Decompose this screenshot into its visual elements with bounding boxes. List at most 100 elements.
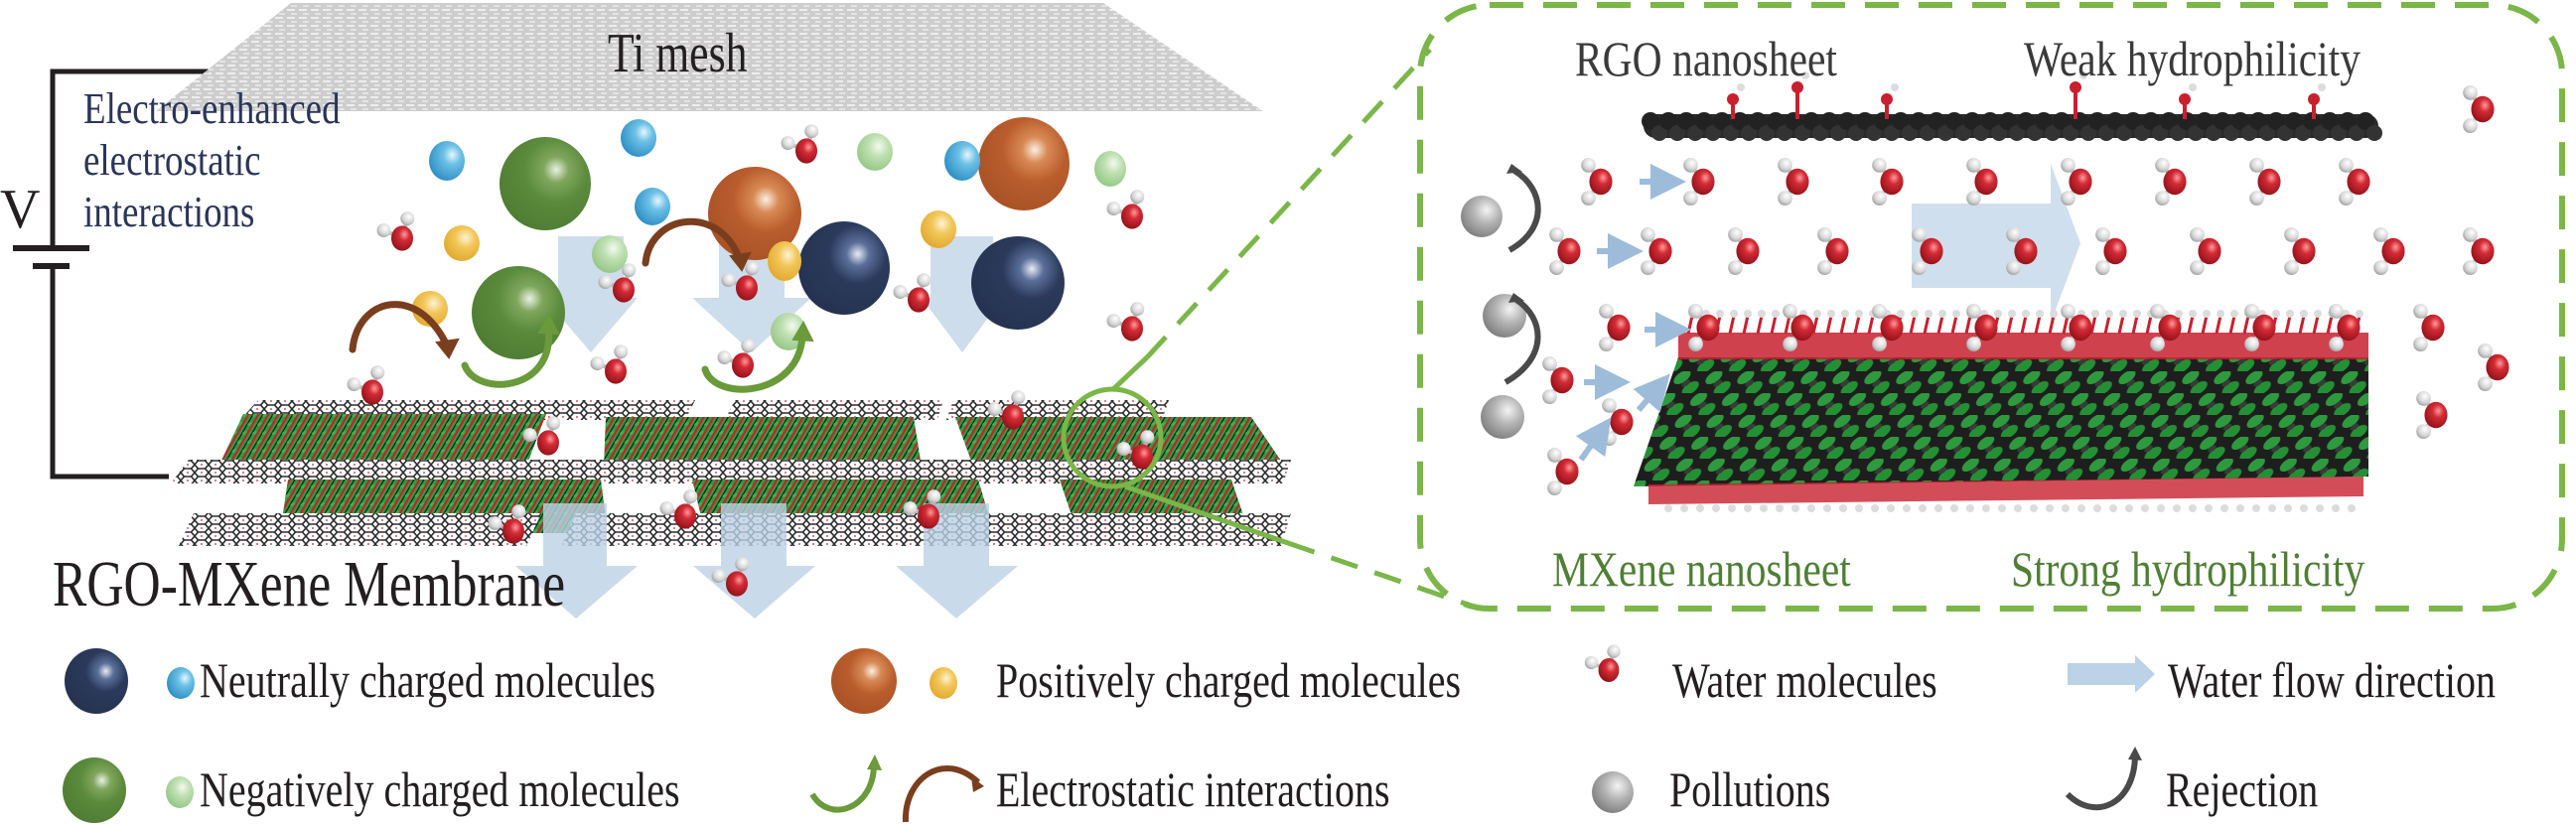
water-molecule: [1966, 158, 1998, 206]
rgo-layer: [725, 400, 943, 420]
legend-pollution-icon: [1592, 771, 1634, 813]
water-molecule: [2413, 304, 2445, 351]
water-molecule: [1641, 227, 1672, 275]
mxene-layer: [955, 417, 1285, 467]
positive-small-molecule: [768, 241, 801, 281]
legend-neutral-label: Neutrally charged molecules: [200, 652, 656, 708]
positive-small-molecule: [444, 225, 480, 261]
water-molecule: [2061, 304, 2092, 351]
water-molecule: [2463, 227, 2495, 275]
rgo-layer: [179, 513, 541, 546]
brown-interaction-arrow: [349, 301, 451, 353]
water-molecule: [2006, 227, 2038, 275]
neutral-small-molecule: [429, 141, 465, 181]
water-molecule: [1542, 356, 1574, 404]
pollution-particle: [1461, 196, 1503, 237]
voltage-label: V: [0, 179, 41, 240]
legend-rejection-arrow-icon: [2065, 754, 2138, 811]
legend-water-label: Water molecules: [1672, 652, 1937, 708]
circuit-wire: [13, 69, 209, 480]
flow-arrow: [896, 503, 1018, 618]
pollution-particle: [1481, 395, 1524, 439]
brown-interaction-arrow: [642, 217, 744, 267]
water-molecule: [1116, 430, 1155, 470]
water-molecule: [721, 261, 760, 301]
electrostatic-arrows: [349, 217, 814, 393]
water-molecule: [1872, 158, 1904, 206]
water-molecule: [2190, 227, 2221, 275]
ti-mesh-electrode: [156, 3, 1263, 111]
rejection-arrow: [1507, 168, 1541, 253]
water-molecule: [590, 344, 629, 384]
charged-molecules: [412, 117, 1126, 359]
legend-neutral-large-icon: [65, 648, 128, 714]
water-molecule: [2284, 227, 2316, 275]
water-flow-arrows-lower: [515, 503, 1018, 618]
strong-hydrophilicity-label: Strong hydrophilicity: [2011, 541, 2365, 597]
water-molecule: [987, 390, 1026, 430]
mechanism-label-line: Electro-enhanced: [83, 84, 341, 133]
rgo-nanosheet-model: [1642, 71, 2382, 141]
water-molecule: [781, 124, 819, 164]
water-molecule: [1549, 227, 1581, 275]
negative-small-molecule: [1094, 151, 1126, 187]
legend-neutral-small-icon: [167, 667, 195, 699]
negative-small-molecule: [592, 235, 628, 273]
legend-flow-label: Water flow direction: [2168, 652, 2496, 708]
mechanism-label-line: electrostatic: [83, 136, 261, 185]
flow-arrow: [693, 503, 815, 618]
neutral-small-molecule: [635, 188, 670, 225]
rejection-arrow: [1503, 297, 1541, 385]
mxene-nanosheet-label: MXene nanosheet: [1552, 541, 1851, 597]
legend-icons: [63, 644, 2155, 823]
water-molecule: [2373, 227, 2405, 275]
negative-small-molecule: [771, 313, 806, 350]
neutral-small-molecule: [944, 141, 980, 181]
water-molecule: [1872, 304, 1904, 351]
mxene-nanosheet-model: [1634, 310, 2368, 512]
water-molecule: [717, 339, 756, 378]
rgo-layer: [946, 400, 1169, 420]
legend-positive-label: Positively charged molecules: [996, 652, 1462, 708]
legend-green-interaction-arrow-icon: [809, 763, 877, 813]
zoom-connector: [1061, 48, 1481, 612]
water-molecule: [2095, 227, 2127, 275]
water-molecule: [1602, 398, 1634, 446]
water-molecule: [893, 273, 931, 313]
water-molecule: [347, 365, 385, 405]
negative-small-molecule: [857, 133, 893, 171]
legend-negative-large-icon: [63, 757, 126, 823]
water-molecule: [2249, 158, 2281, 206]
legend-rejection-label: Rejection: [2166, 761, 2319, 817]
water-molecule: [1912, 227, 1943, 275]
legend-positive-small-icon: [930, 667, 957, 699]
water-molecule: [1106, 190, 1145, 229]
green-interaction-arrow: [461, 324, 552, 388]
rgo-nanosheet-label: RGO nanosheet: [1575, 31, 1837, 86]
pollution-particle: [1483, 294, 1526, 338]
legend-water-icon: [1584, 644, 1621, 683]
water-molecule: [1683, 158, 1715, 206]
inset-border: [1417, 2, 2565, 612]
positive-large-molecule: [978, 117, 1070, 210]
water-molecule: [1581, 158, 1613, 206]
neutral-large-molecule: [798, 221, 890, 315]
negative-large-molecule: [500, 137, 591, 230]
inset-pollutions: [1461, 164, 1541, 439]
water-molecule: [659, 489, 698, 529]
water-molecule: [711, 557, 750, 597]
positive-small-molecule: [412, 291, 448, 327]
water-molecule: [2478, 343, 2509, 391]
water-molecule: [376, 211, 415, 251]
mxene-layer: [218, 414, 546, 467]
water-molecule: [2416, 391, 2448, 439]
water-molecule: [2155, 158, 2187, 206]
water-molecule: [1547, 448, 1579, 495]
inset-small-flow-arrows: [1575, 164, 1691, 462]
legend-flow-arrow-icon: [2068, 655, 2155, 693]
green-interaction-arrow: [701, 332, 806, 393]
water-molecule: [488, 504, 526, 544]
water-molecule: [1817, 227, 1849, 275]
water-molecule: [2150, 304, 2182, 351]
water-molecule: [1106, 302, 1145, 342]
